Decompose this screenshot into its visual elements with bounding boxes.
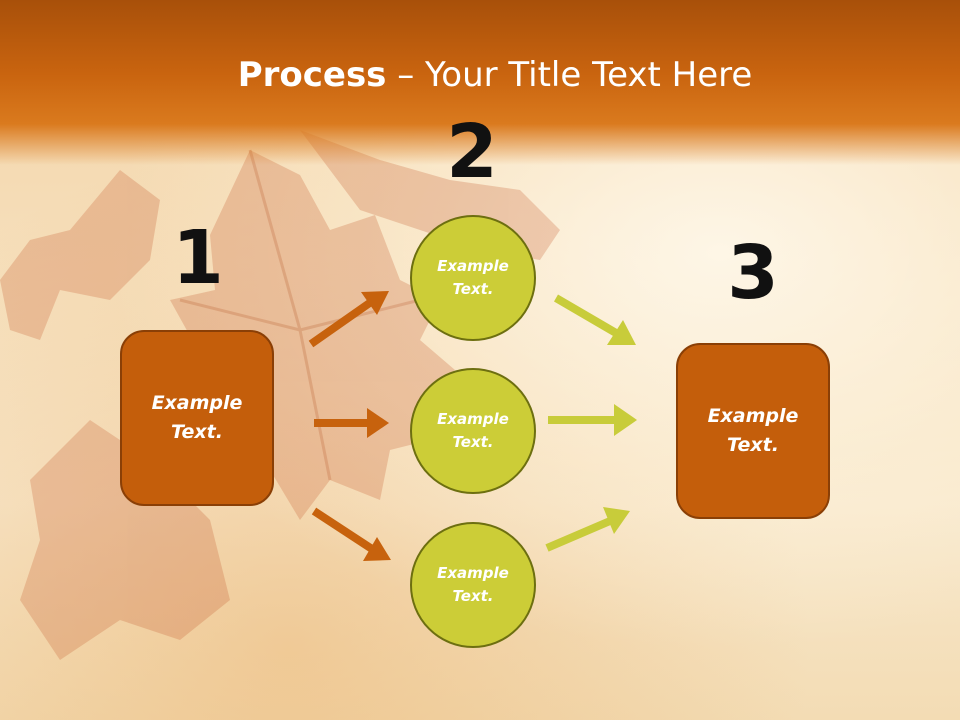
step-2-circle-top: Example Text. xyxy=(410,215,536,341)
slide-title: Process – Your Title Text Here xyxy=(0,52,960,98)
step-2-circle-middle-label: Example Text. xyxy=(437,410,509,451)
step-3-label: Example Text. xyxy=(707,405,799,456)
title-bold-part: Process xyxy=(237,55,387,95)
title-rest: – Your Title Text Here xyxy=(386,55,753,95)
step-3-number: 3 xyxy=(727,230,779,316)
step-2-circle-top-label: Example Text. xyxy=(437,257,509,298)
step-1-box: Example Text. xyxy=(120,330,274,506)
step-1-label: Example Text. xyxy=(151,392,243,443)
arrow-2-top-to-3 xyxy=(553,294,636,345)
step-2-circle-bottom-label: Example Text. xyxy=(437,564,509,605)
arrow-2-middle-to-3 xyxy=(548,404,637,436)
arrow-1-to-2-top xyxy=(308,291,389,348)
arrow-2-bottom-to-3 xyxy=(545,507,630,552)
arrow-1-to-2-middle xyxy=(314,408,389,438)
step-2-number: 2 xyxy=(446,109,498,195)
arrow-1-to-2-bottom xyxy=(311,507,391,561)
title-bar xyxy=(0,0,960,165)
step-1-number: 1 xyxy=(172,215,224,301)
step-2-circle-middle: Example Text. xyxy=(410,368,536,494)
step-3-box: Example Text. xyxy=(676,343,830,519)
step-2-circle-bottom: Example Text. xyxy=(410,522,536,648)
